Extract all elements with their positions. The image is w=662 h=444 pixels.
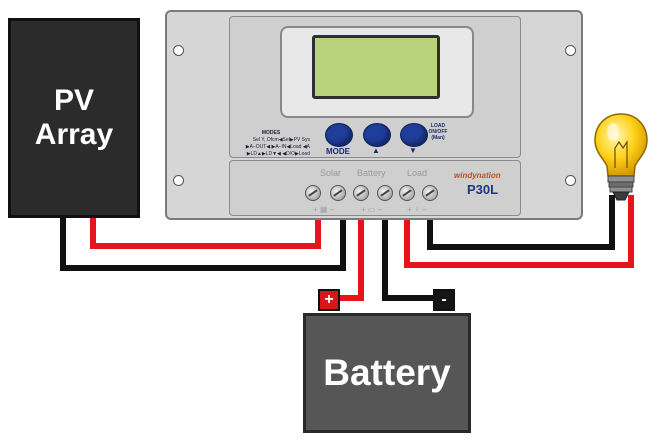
modes-title: MODES — [261, 130, 281, 136]
charge-controller: MODES Sel Y, Ofcm◀Sel▶PV Sys ▶A–OUT◀ ▶A–… — [165, 10, 583, 220]
solar-polarity-symbol: + ▦ – — [313, 205, 335, 214]
pv-array-label-line1: PV — [53, 83, 95, 117]
battery-negative-terminal: - — [433, 289, 455, 311]
mounting-hole-icon — [173, 45, 184, 56]
battery-label: Battery — [323, 352, 451, 393]
battery-negative-screw-icon — [377, 185, 393, 201]
modes-line: ▶LD▲▶LD▼◀ ◀D/O▶Load — [246, 151, 310, 157]
battery-positive-screw-icon — [353, 185, 369, 201]
mode-button[interactable] — [325, 123, 353, 147]
solar-terminal-label: Solar — [320, 168, 342, 178]
modes-line: ▶A–OUT◀ ▶A–IN◀Load ◀A — [245, 144, 310, 150]
mounting-hole-icon — [173, 175, 184, 186]
down-arrow-icon: ▼ — [409, 146, 417, 155]
modes-legend: MODES Sel Y, Ofcm◀Sel▶PV Sys ▶A–OUT◀ ▶A–… — [232, 130, 310, 158]
battery-terminal-label: Battery — [357, 168, 386, 178]
down-button[interactable] — [400, 123, 428, 147]
load-positive-screw-icon — [399, 185, 415, 201]
lcd-display — [312, 35, 440, 99]
battery-polarity-symbol: + ▭ – — [361, 205, 383, 214]
battery-box: Battery — [303, 313, 471, 433]
load-positive-wire — [404, 190, 634, 268]
load-onoff-note: LOAD ON/OFF (Man) — [428, 123, 448, 141]
up-button[interactable] — [363, 123, 391, 147]
up-arrow-icon: ▲ — [372, 146, 380, 155]
load-terminal-label: Load — [407, 168, 428, 178]
pv-array-panel: PV Array — [8, 18, 140, 218]
load-negative-screw-icon — [422, 185, 438, 201]
modes-line: Sel Y, Ofcm◀Sel▶PV Sys — [252, 137, 310, 143]
battery-positive-terminal: + — [318, 289, 340, 311]
solar-positive-screw-icon — [305, 185, 321, 201]
battery-negative-wire — [382, 190, 433, 301]
pv-negative-wire — [60, 190, 346, 271]
solar-negative-screw-icon — [330, 185, 346, 201]
model-number: P30L — [467, 182, 499, 197]
mode-button-label: MODE — [326, 147, 350, 156]
controller-terminal-panel — [229, 160, 521, 216]
brand-logo: windynation — [454, 171, 501, 180]
pv-array-label-line2: Array — [34, 118, 114, 151]
light-bulb-icon — [594, 113, 648, 201]
mounting-hole-icon — [565, 45, 576, 56]
battery-positive-wire — [340, 190, 364, 301]
mounting-hole-icon — [565, 175, 576, 186]
load-polarity-symbol: + ♀ – — [407, 205, 427, 214]
